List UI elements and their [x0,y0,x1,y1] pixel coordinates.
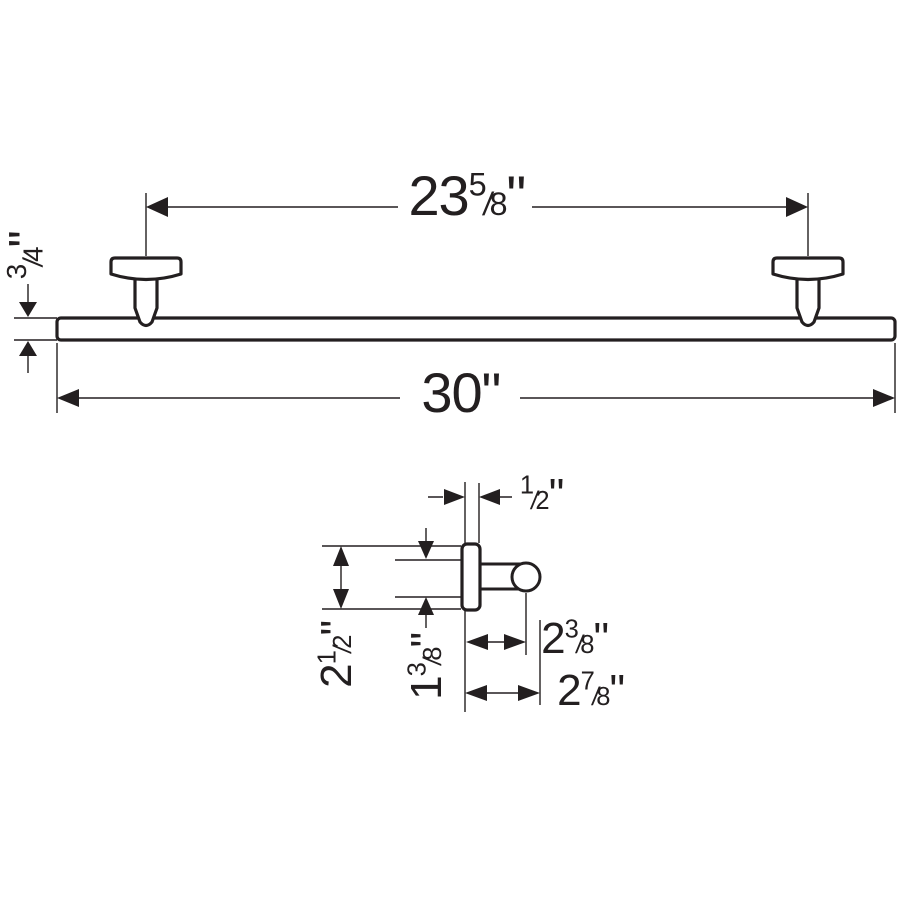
arrow-right-overall-depth [518,685,540,701]
arrow-right-depth-to-ball-center [504,634,526,650]
right-post-escutcheon [771,256,845,282]
wall-plate-profile [460,542,482,612]
dim-text-depth-to-ball-center: 23/8" [541,614,610,663]
dim-whole: 1 [402,676,451,700]
dim-text-overall-depth: 27/8" [557,666,626,715]
ext-lines-bar-height [14,317,57,341]
dim-fraction: 3/8 [403,647,447,677]
inch-mark: " [548,470,565,519]
dim-text-inner-height: 13/8" [402,634,451,700]
arrow-left-center-to-center [146,197,168,217]
ext-lines-overall-length [56,343,896,413]
dim-text-plate-thickness: 1/2" [519,470,565,519]
towel-bar-top-view [55,256,897,342]
dim-fraction: 3/4 [0,247,49,280]
dim-fraction: 1/2 [519,471,550,515]
arrow-up-escutcheon-height [333,546,349,566]
ext-lines-center-to-center [145,193,809,256]
inch-mark: " [402,634,451,648]
arrow-left-plate-thickness [479,489,500,505]
arrow-down-escutcheon-height [333,589,349,609]
mounting-post-side-view [460,542,542,612]
dim-fraction: 3/8 [564,615,595,659]
dim-whole: 2 [312,664,361,688]
ext-lines-escutcheon-height [322,545,461,610]
arrow-left-depth-to-ball-center [466,634,488,650]
left-post-stem [133,274,159,328]
inch-mark: " [312,622,361,636]
inch-mark: " [481,361,501,424]
dim-fraction: 5/8 [468,166,508,222]
inch-mark: " [593,614,610,663]
towel-bar-rail [55,316,897,342]
arrow-right-center-to-center [786,197,808,217]
dimension-arrowheads [19,197,895,701]
arrow-up-bar-height [19,341,37,356]
dim-text-overall-length: 30" [421,365,501,421]
dim-text-bar-height: 3/4" [0,232,54,280]
dim-text-center-to-center: 235/8" [409,166,527,224]
arrow-down-inner-height [418,541,434,559]
inch-mark: " [0,232,54,248]
arrow-right-plate-thickness [444,489,465,505]
dim-text-escutcheon-height: 21/2" [312,622,361,688]
arrow-right-overall-length [873,389,895,407]
post-ball-end [510,561,542,593]
dim-fraction: 1/2 [313,635,357,665]
right-post-stem [795,274,821,328]
arrow-left-overall-length [57,389,79,407]
dim-whole: 2 [541,614,565,663]
ext-lines-inner-height [395,559,461,598]
dim-whole: 2 [557,666,581,715]
arrow-left-overall-depth [465,685,487,701]
left-post-escutcheon [109,256,183,282]
inch-mark: " [506,164,526,227]
inch-mark: " [609,666,626,715]
dim-fraction: 7/8 [580,667,611,711]
dim-whole: 30 [421,361,482,424]
dim-whole: 23 [408,164,470,227]
arrow-down-bar-height [19,302,37,317]
arrow-up-inner-height [418,597,434,615]
